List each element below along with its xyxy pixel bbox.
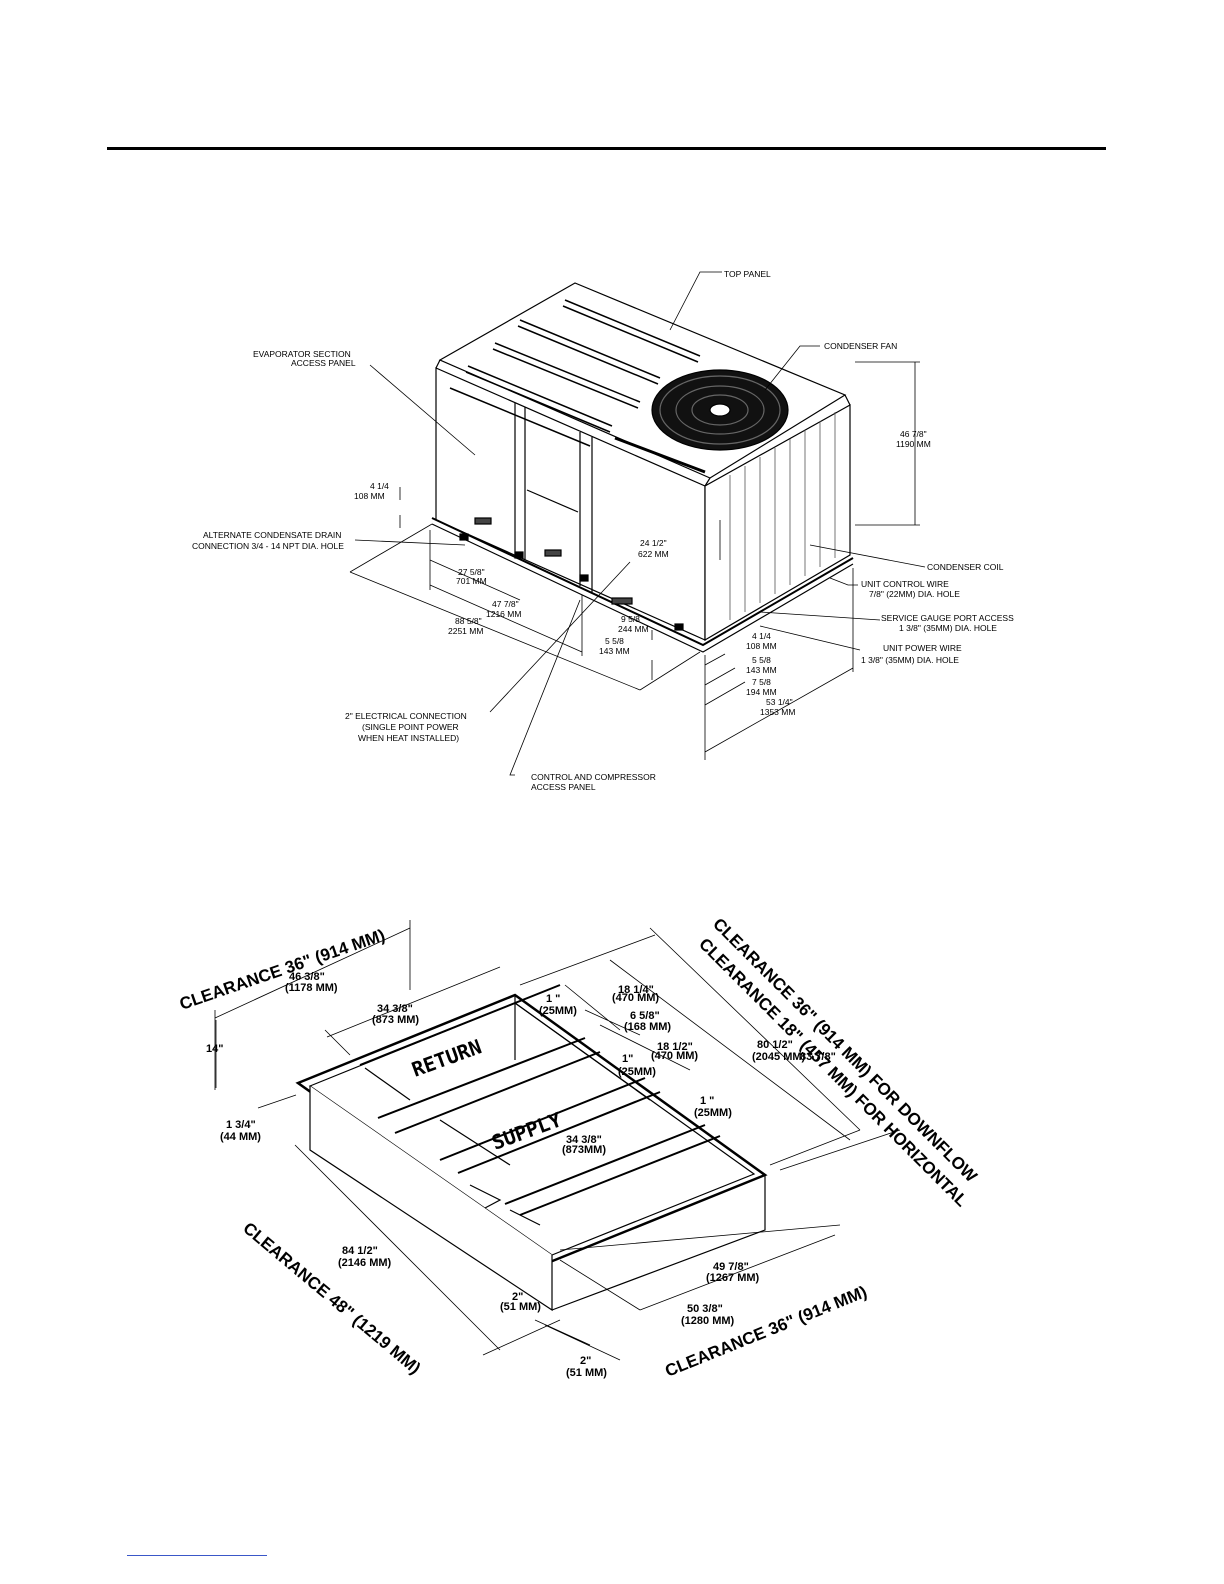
dim-d7-in: 5 5/8 xyxy=(605,636,624,646)
dim-q-in: 50 3/8" xyxy=(687,1303,723,1315)
footer-link-underline xyxy=(127,1555,267,1556)
dim-l-mm: (2045 MM) xyxy=(752,1051,806,1063)
control-wire-label-1: UNIT CONTROL WIRE xyxy=(861,579,949,589)
control-panel-label-1: CONTROL AND COMPRESSOR xyxy=(531,772,656,782)
control-wire-label-2: 7/8" (22MM) DIA. HOLE xyxy=(869,589,960,599)
curb-dim-lines xyxy=(214,920,901,1361)
dim-g-mm: (470 MM) xyxy=(612,992,659,1004)
dim-o-mm: (2146 MM) xyxy=(338,1257,392,1269)
dim-a-mm: (1178 MM) xyxy=(285,982,338,994)
dim-d4-mm: 1216 MM xyxy=(486,609,521,619)
dim-e-in: 1 3/4" xyxy=(226,1119,256,1131)
alt-drain-label-1: ALTERNATE CONDENSATE DRAIN xyxy=(203,530,341,540)
dim-e-mm: (44 MM) xyxy=(220,1131,261,1143)
dim-c-in: 14" xyxy=(206,1043,223,1055)
dim-d11-mm: 1353 MM xyxy=(760,707,795,717)
clearance-bottom-right: CLEARANCE 36" (914 MM) xyxy=(662,1282,869,1380)
dim-i-in: 18 1/2" xyxy=(657,1041,693,1053)
curb-body xyxy=(295,984,768,1312)
dim-n-mm: (873MM) xyxy=(562,1144,606,1156)
clearance-right-downflow: CLEARANCE 36" (914 MM) FOR DOWNFLOW xyxy=(709,914,981,1186)
dim-d1-mm: 108 MM xyxy=(354,491,385,501)
dim-d8-in: 4 1/4 xyxy=(752,631,771,641)
power-wire-label-2: 1 3/8" (35MM) DIA. HOLE xyxy=(861,655,959,665)
dim-d2-mm: 622 MM xyxy=(638,549,669,559)
dim-g-in: 18 1/4" xyxy=(618,984,654,996)
dim-d10-mm: 194 MM xyxy=(746,687,777,697)
dim-d3-in: 27 5/8" xyxy=(458,567,485,577)
dim-d4-in: 47 7/8" xyxy=(492,599,519,609)
dim-d9-in: 5 5/8 xyxy=(752,655,771,665)
condenser-coil-label: CONDENSER COIL xyxy=(927,562,1004,572)
dim-d3-mm: 701 MM xyxy=(456,576,487,586)
dim-d1-in: 4 1/4 xyxy=(370,481,389,491)
dim-d6-mm: 244 MM xyxy=(618,624,649,634)
electrical-label-3: WHEN HEAT INSTALLED) xyxy=(358,733,459,743)
dim-r-mm: (51 MM) xyxy=(500,1301,541,1313)
control-panel-label-2: ACCESS PANEL xyxy=(531,782,596,792)
header-rule xyxy=(107,147,1106,150)
unit-body xyxy=(431,282,854,653)
dim-f-in: 1 " xyxy=(546,993,560,1005)
dim-r-in: 2" xyxy=(512,1291,523,1303)
dim-i-mm: (470 MM) xyxy=(651,1050,698,1062)
dim-o-in: 84 1/2" xyxy=(342,1245,378,1257)
dim-d9-mm: 143 MM xyxy=(746,665,777,675)
dim-d11-in: 53 1/4" xyxy=(766,697,793,707)
dim-d5-mm: 2251 MM xyxy=(448,626,483,636)
dim-d5-in: 88 5/8" xyxy=(455,616,482,626)
dim-n-in: 34 3/8" xyxy=(566,1134,602,1146)
dim-a-in: 46 3/8" xyxy=(289,971,325,983)
dim-s-in: 2" xyxy=(580,1355,591,1367)
alt-drain-label-2: CONNECTION 3/4 - 14 NPT DIA. HOLE xyxy=(192,541,344,551)
curb-clearance-drawing: RETURN SUPPLY CLEARANCE 36" (914 MM) CLE… xyxy=(177,914,981,1380)
dim-d10-in: 7 5/8 xyxy=(752,677,771,687)
dim-d8-mm: 108 MM xyxy=(746,641,777,651)
dim-b-mm: (873 MM) xyxy=(372,1014,419,1026)
dim-d7-mm: 143 MM xyxy=(599,646,630,656)
dim-h-mm: (168 MM) xyxy=(624,1021,671,1033)
dim-k-mm: (25MM) xyxy=(694,1107,732,1119)
dim-f-mm: (25MM) xyxy=(539,1005,577,1017)
power-wire-label-1: UNIT POWER WIRE xyxy=(883,643,962,653)
dim-p-mm: (1267 MM) xyxy=(706,1272,760,1284)
dim-l-in: 80 1/2" xyxy=(757,1039,793,1051)
dim-k-in: 1 " xyxy=(700,1095,714,1107)
electrical-label-2: (SINGLE POINT POWER xyxy=(362,722,459,732)
dim-d6-in: 9 5/8 xyxy=(621,614,640,624)
dim-s-mm: (51 MM) xyxy=(566,1367,607,1379)
dim-b-in: 34 3/8" xyxy=(377,1003,413,1015)
top-panel-label: TOP PANEL xyxy=(724,269,771,279)
unit-dimension-drawing: TOP PANEL CONDENSER FAN EVAPORATOR SECTI… xyxy=(192,269,1014,792)
dim-d2-in: 24 1/2" xyxy=(640,538,667,548)
electrical-label-1: 2" ELECTRICAL CONNECTION xyxy=(345,711,467,721)
dim-height-in: 46 7/8" xyxy=(900,429,927,439)
dim-h-in: 6 5/8" xyxy=(630,1010,660,1022)
gauge-port-label-1: SERVICE GAUGE PORT ACCESS xyxy=(881,613,1014,623)
dim-height-mm: 1190 MM xyxy=(896,439,931,449)
dim-j-in: 1" xyxy=(622,1053,633,1065)
dim-q-mm: (1280 MM) xyxy=(681,1315,735,1327)
evap-access-label-2: ACCESS PANEL xyxy=(291,358,356,368)
unit-leaders xyxy=(349,271,926,776)
dim-p-in: 49 7/8" xyxy=(713,1261,749,1273)
evap-access-label-1: EVAPORATOR SECTION xyxy=(253,349,351,359)
condenser-fan-label: CONDENSER FAN xyxy=(824,341,897,351)
clearance-bottom-left: CLEARANCE 48" (1219 MM) xyxy=(239,1219,424,1378)
clearance-top-left: CLEARANCE 36" (914 MM) xyxy=(177,926,387,1014)
dim-j-mm: (25MM) xyxy=(618,1066,656,1078)
dim-m-in: 83 7/8" xyxy=(800,1051,836,1063)
gauge-port-label-2: 1 3/8" (35MM) DIA. HOLE xyxy=(899,623,997,633)
